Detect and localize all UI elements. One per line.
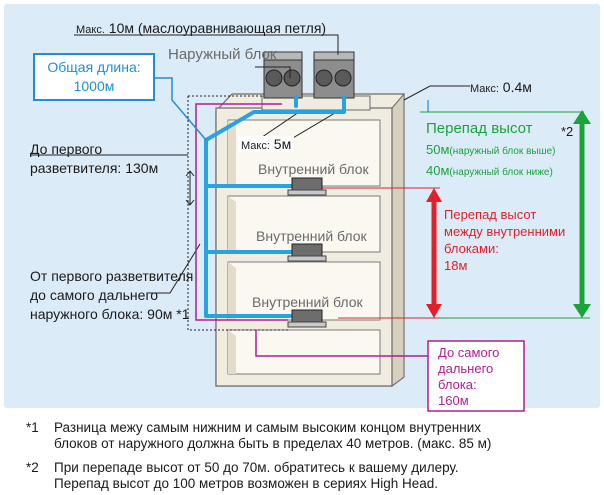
height-diff-upper-note: (наружный блок выше) (449, 146, 556, 157)
indoor-diff-line3: блоками: (444, 241, 499, 256)
red-reference-lines (322, 187, 440, 319)
indoor-diff-line1: Перепад высот (444, 207, 537, 222)
farthest-mark: *1 (176, 306, 190, 322)
indoor-unit-2 (287, 243, 327, 262)
footnote-2-line2: Перепад высот до 100 метров возможен в с… (54, 476, 438, 491)
height-diff-upper-value: 50м (426, 142, 450, 157)
indoor-diff-line4: 18м (444, 258, 468, 273)
height-diff-mark: *2 (561, 124, 574, 139)
first-branch-line1: До первого (30, 141, 103, 157)
farthest-line2: до самого дальнего (30, 287, 159, 303)
height-diff-lower: 40м(наружный блок ниже) (426, 163, 553, 178)
footnote-1-line1: Разница межу самым нижним и самым высоки… (54, 420, 481, 435)
max-oil-prefix: Макс. (76, 24, 105, 36)
outdoor-unit-right (313, 51, 355, 99)
farthest-outdoor-label: От первого разветвителя до самого дальне… (30, 267, 193, 324)
footnote-1-text: Разница межу самым нижним и самым высоки… (54, 420, 491, 452)
total-length-line1: Общая длина: (47, 59, 141, 75)
first-branch-label: До первого разветвителя: 130м (30, 140, 158, 178)
outdoor-unit-label: Наружный блок (168, 46, 277, 63)
max-oil-value: 10м (маслоуравнивающая петля) (108, 20, 327, 36)
farthest-block-box (427, 340, 525, 412)
farthest-block-line3: блока: (438, 377, 477, 392)
total-length-text: Общая длина: 1000м (34, 58, 154, 96)
footnote-1-line2: блоков от наружного должна быть в предел… (54, 436, 492, 451)
farthest-line3: наружного блока: 90м (30, 306, 173, 322)
max04-value: 0.4м (502, 79, 532, 95)
farthest-path (195, 103, 428, 357)
max-oil-loop-label: Макс. 10м (маслоуравнивающая петля) (76, 20, 326, 36)
indoor-unit-2-label: Внутренний блок (256, 228, 367, 244)
footnote-2-mark: *2 (26, 460, 39, 475)
max-04-label: Макс: 0.4м (470, 79, 532, 95)
max04-prefix: Макс: (470, 83, 499, 95)
outdoor-unit-left (263, 51, 303, 99)
footnote-2: *2 При перепаде высот от 50 до 70м. обра… (26, 460, 596, 494)
total-length-line2: 1000м (73, 78, 115, 94)
footnote-2-line1: При перепаде высот от 50 до 70м. обратит… (54, 460, 459, 475)
farthest-line1: От первого разветвителя (30, 268, 194, 284)
height-diff-lower-note: (наружный блок ниже) (449, 167, 553, 178)
farthest-block-text: До самого дальнего блока: 160м (438, 345, 499, 409)
total-length-box (33, 53, 155, 101)
indoor-unit-3 (287, 309, 327, 328)
max5-prefix: Макс: (241, 140, 270, 152)
indoor-diff-label: Перепад высот между внутренними блоками:… (444, 206, 565, 274)
max-5-label: Макс: 5м (238, 136, 295, 152)
footnote-1-mark: *1 (26, 420, 39, 435)
height-diff-upper: 50м(наружный блок выше) (426, 142, 556, 157)
indoor-unit-1-label: Внутренний блок (258, 161, 369, 177)
first-branch-line2: разветвителя: 130м (30, 160, 159, 176)
height-diff-lower-value: 40м (426, 163, 450, 178)
height-diff-title: Перепад высот (426, 120, 533, 137)
indoor-unit-3-label: Внутренний блок (252, 294, 363, 310)
farthest-block-line4: 160м (438, 393, 469, 408)
farthest-block-line2: дальнего (438, 361, 494, 376)
indoor-diff-line2: между внутренними (444, 224, 566, 239)
refrigerant-pipes (204, 95, 346, 318)
footnote-2-text: При перепаде высот от 50 до 70м. обратит… (54, 460, 459, 492)
farthest-block-line1: До самого (438, 345, 500, 360)
indoor-unit-1 (287, 177, 327, 196)
max5-value: 5м (273, 136, 292, 152)
footnote-1: *1 Разница межу самым нижним и самым выс… (26, 420, 596, 454)
